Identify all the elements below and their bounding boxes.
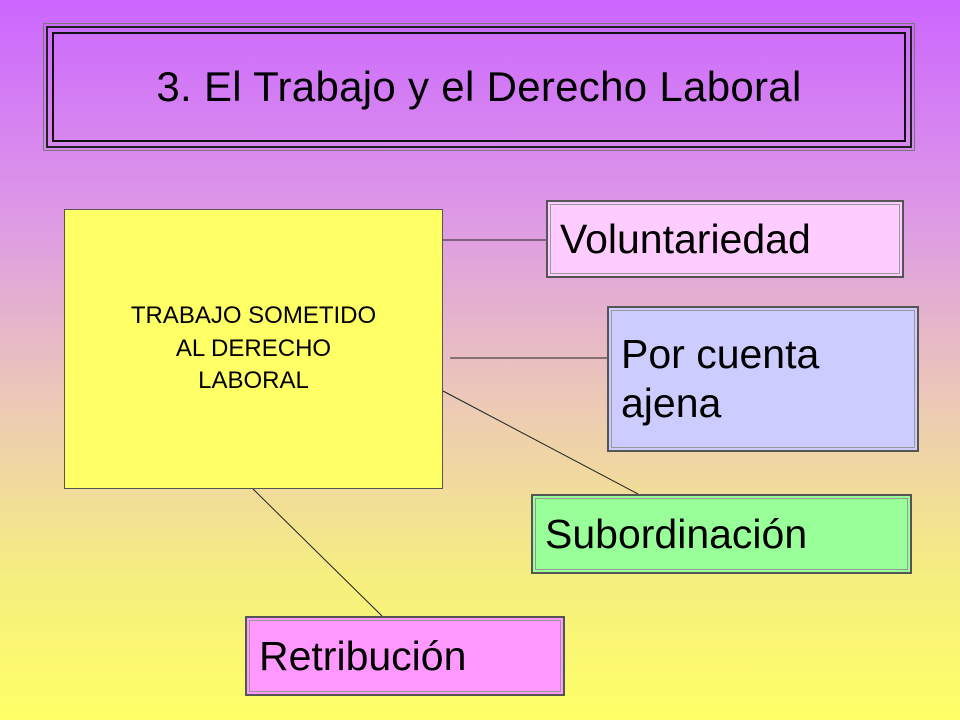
central-box-label: TRABAJO SOMETIDO AL DERECHO LABORAL [130,302,377,395]
attribute-label-retribucion: Retribución [259,632,467,679]
connector-subordinacion [442,390,639,495]
attribute-label-subordinacion: Subordinación [545,510,808,557]
title-box: 3. El Trabajo y el Derecho Laboral [43,23,915,151]
connector-retribucion [252,488,383,617]
attribute-label-voluntariedad: Voluntariedad [560,215,811,262]
attribute-label-por-cuenta-ajena: Por cuenta ajena [621,330,820,426]
central-box: TRABAJO SOMETIDO AL DERECHO LABORAL [64,209,443,489]
slide-title: 3. El Trabajo y el Derecho Laboral [156,63,802,110]
attribute-box-subordinacion: Subordinación [531,494,912,574]
attribute-box-voluntariedad: Voluntariedad [546,200,904,278]
attribute-box-retribucion: Retribución [245,616,565,696]
title-box-inner-border [52,32,906,142]
attribute-box-por-cuenta-ajena: Por cuenta ajena [607,306,919,452]
